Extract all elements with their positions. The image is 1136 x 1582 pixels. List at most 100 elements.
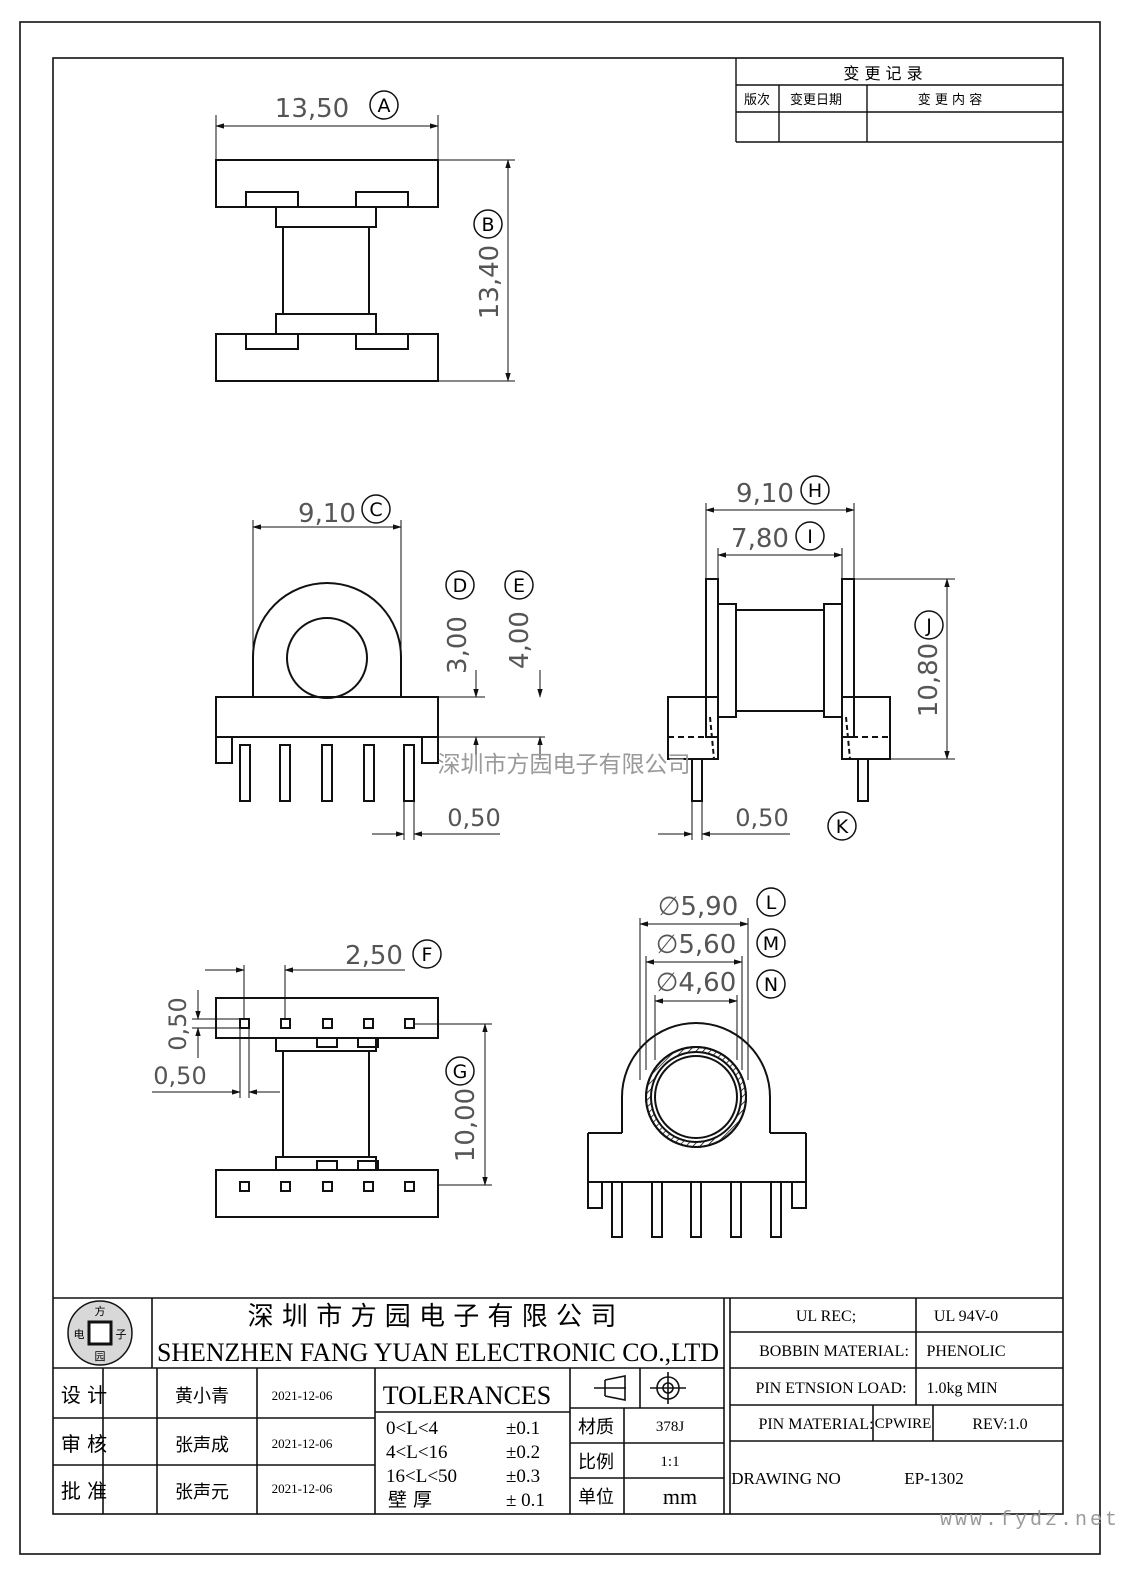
corner-watermark: www.fydz.net — [940, 1509, 1120, 1532]
role-review: 审 核 — [61, 1432, 107, 1456]
tag-n-circle — [756, 969, 786, 999]
tag-j: J — [925, 615, 932, 637]
scale-label: 比例 — [578, 1452, 614, 1473]
company-name-cn: 深 圳 市 方 园 电 子 有 限 公 司 — [248, 1302, 617, 1332]
ul-rec-value: UL 94V-0 — [934, 1308, 998, 1325]
pin-load-value: 1.0kg MIN — [926, 1380, 998, 1397]
tag-a: A — [378, 95, 391, 117]
tag-h: H — [808, 480, 822, 502]
ul-rec-label: UL REC; — [796, 1308, 856, 1325]
dim-dia-5-90: ∅5,90 — [658, 892, 739, 922]
pin-material-label: PIN MATERIAL: — [758, 1416, 873, 1433]
tag-e: E — [513, 575, 525, 597]
inner-border — [52, 57, 1064, 1515]
tag-f: F — [422, 944, 433, 966]
logo-char-bottom: 园 — [95, 1350, 106, 1363]
unit-value: mm — [663, 1484, 697, 1509]
tag-l: L — [766, 892, 777, 914]
logo-char-left: 电 — [74, 1328, 85, 1341]
title-block-lines — [53, 1297, 1063, 1514]
dim-0-50-vertical: 0,50 — [164, 997, 192, 1050]
outer-border — [19, 21, 1101, 1555]
drawing-no-label: DRAWING NO — [731, 1469, 841, 1488]
dim-0-50-front: 0,50 — [447, 804, 500, 832]
center-watermark: 深圳市方园电子有限公司 — [438, 752, 691, 778]
tag-m-circle — [756, 928, 786, 958]
tag-b-circle — [473, 209, 503, 239]
approve-date: 2021-12-06 — [272, 1481, 333, 1496]
tol-value-1: ±0.1 — [506, 1418, 540, 1439]
tag-k-circle — [827, 811, 857, 841]
tol-range-wall: 壁 厚 — [388, 1489, 432, 1511]
dim-7-80: 7,80 — [731, 524, 789, 554]
change-record-table — [735, 58, 1063, 143]
dim-dia-4-60: ∅4,60 — [656, 968, 737, 998]
tag-l-circle — [756, 887, 786, 917]
material-label: 材质 — [578, 1417, 614, 1438]
tol-range-1: 0<L<4 — [386, 1418, 439, 1439]
designer-name: 黄小青 — [175, 1386, 229, 1407]
bottom-view — [152, 965, 492, 1218]
front-view — [215, 520, 545, 840]
dim-2-50: 2,50 — [345, 941, 403, 971]
company-name-en: SHENZHEN FANG YUAN ELECTRONIC CO.,LTD — [157, 1338, 719, 1367]
revision: REV:1.0 — [972, 1416, 1027, 1433]
logo-char-top: 方 — [95, 1304, 106, 1318]
tag-d: D — [453, 575, 468, 597]
dim-dia-5-60: ∅5,60 — [656, 930, 737, 960]
dim-9-10-side: 9,10 — [736, 479, 794, 509]
scale-value: 1:1 — [660, 1454, 679, 1470]
pin-material-value: CPWIRE — [875, 1416, 932, 1432]
approver-name: 张声元 — [175, 1482, 229, 1503]
tol-value-2: ±0.2 — [506, 1442, 540, 1463]
tag-i-circle — [795, 521, 825, 551]
role-design: 设 计 — [61, 1383, 107, 1407]
tag-e-circle — [504, 570, 534, 600]
change-record-title: 变 更 记 录 — [843, 64, 922, 83]
tag-n: N — [764, 974, 778, 996]
tag-d-circle — [445, 570, 475, 600]
drawing-no-value: EP-1302 — [904, 1469, 964, 1488]
top-view — [215, 115, 515, 382]
projection-symbol-icon — [594, 1372, 686, 1404]
tag-h-circle — [800, 475, 830, 505]
tolerances-title: TOLERANCES — [383, 1381, 552, 1410]
dim-10-80: 10,80 — [914, 643, 944, 717]
dim-13-40: 13,40 — [475, 245, 505, 319]
tag-k: K — [836, 816, 849, 838]
design-date: 2021-12-06 — [272, 1388, 333, 1403]
change-col-version: 版次 — [744, 92, 770, 108]
tag-a-circle — [369, 90, 399, 120]
tol-range-3: 16<L<50 — [386, 1466, 457, 1487]
review-date: 2021-12-06 — [272, 1436, 333, 1451]
bobbin-material-value: PHENOLIC — [926, 1343, 1005, 1360]
side-view — [658, 503, 955, 840]
tag-g: G — [453, 1061, 468, 1083]
dim-9-10-front: 9,10 — [298, 499, 356, 529]
role-approve: 批 准 — [61, 1479, 107, 1503]
tag-b: B — [481, 214, 494, 236]
tag-c-circle — [361, 494, 391, 524]
tag-f-circle — [412, 939, 442, 969]
reviewer-name: 张声成 — [175, 1435, 229, 1456]
dim-3-00: 3,00 — [443, 616, 473, 674]
round-view — [587, 918, 807, 1238]
tag-m: M — [763, 933, 779, 955]
tol-value-wall: ± 0.1 — [506, 1490, 545, 1511]
change-col-content: 变 更 内 容 — [918, 92, 982, 108]
dim-13-50: 13,50 — [275, 94, 349, 124]
tag-j-circle — [914, 610, 944, 640]
tag-i: I — [807, 526, 813, 548]
tol-value-3: ±0.3 — [506, 1466, 540, 1487]
dim-0-50-side: 0,50 — [735, 804, 788, 832]
dim-0-50-horizontal: 0,50 — [153, 1062, 206, 1090]
tag-c: C — [369, 499, 382, 521]
dim-10-00: 10,00 — [451, 1088, 481, 1162]
unit-label: 单位 — [578, 1487, 614, 1508]
material-value: 378J — [656, 1419, 685, 1435]
pin-load-label: PIN ETNSION LOAD: — [755, 1380, 906, 1397]
change-col-date: 变更日期 — [790, 92, 842, 108]
tag-g-circle — [445, 1056, 475, 1086]
logo-char-right: 子 — [116, 1328, 127, 1341]
